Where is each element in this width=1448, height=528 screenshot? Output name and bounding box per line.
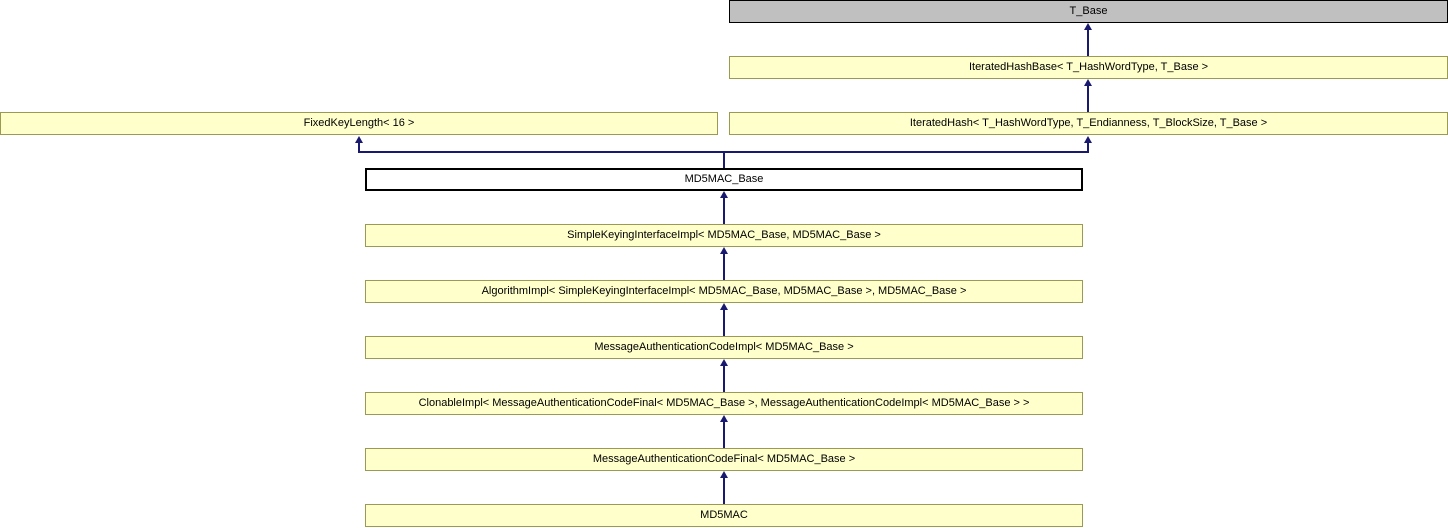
class-node-iterated-hash-base[interactable]: IteratedHashBase< T_HashWordType, T_Base…: [729, 56, 1448, 79]
inheritance-edge-line: [723, 477, 725, 504]
inheritance-arrowhead: [720, 415, 728, 422]
class-node-md5mac-base: MD5MAC_Base: [365, 168, 1083, 191]
inheritance-edge-line: [723, 421, 725, 448]
class-node-clonable-impl[interactable]: ClonableImpl< MessageAuthenticationCodeF…: [365, 392, 1083, 415]
inheritance-edge-line: [723, 253, 725, 280]
inheritance-arrowhead: [720, 359, 728, 366]
class-node-message-authentication-code-final[interactable]: MessageAuthenticationCodeFinal< MD5MAC_B…: [365, 448, 1083, 471]
inheritance-arrowhead: [1084, 79, 1092, 86]
inheritance-arrowhead: [1084, 136, 1092, 143]
inheritance-edge-line: [1087, 142, 1089, 153]
inheritance-edge-line: [358, 142, 360, 153]
inheritance-edge-line: [1087, 85, 1089, 112]
inheritance-edge-line: [1087, 29, 1089, 56]
inheritance-arrowhead: [720, 303, 728, 310]
inheritance-arrowhead: [355, 136, 363, 143]
class-node-md5mac[interactable]: MD5MAC: [365, 504, 1083, 527]
class-node-message-authentication-code-impl[interactable]: MessageAuthenticationCodeImpl< MD5MAC_Ba…: [365, 336, 1083, 359]
inheritance-arrowhead: [1084, 23, 1092, 30]
inheritance-edge-line: [723, 197, 725, 224]
inheritance-edge-line: [723, 309, 725, 336]
class-node-t-base: T_Base: [729, 0, 1448, 23]
inheritance-edge-line: [723, 151, 725, 168]
class-node-fixed-key-length[interactable]: FixedKeyLength< 16 >: [0, 112, 718, 135]
inheritance-arrowhead: [720, 247, 728, 254]
inheritance-edge-line: [723, 365, 725, 392]
class-node-simple-keying-interface-impl[interactable]: SimpleKeyingInterfaceImpl< MD5MAC_Base, …: [365, 224, 1083, 247]
inheritance-arrowhead: [720, 471, 728, 478]
inheritance-arrowhead: [720, 191, 728, 198]
class-node-iterated-hash[interactable]: IteratedHash< T_HashWordType, T_Endianne…: [729, 112, 1448, 135]
class-node-algorithm-impl[interactable]: AlgorithmImpl< SimpleKeyingInterfaceImpl…: [365, 280, 1083, 303]
